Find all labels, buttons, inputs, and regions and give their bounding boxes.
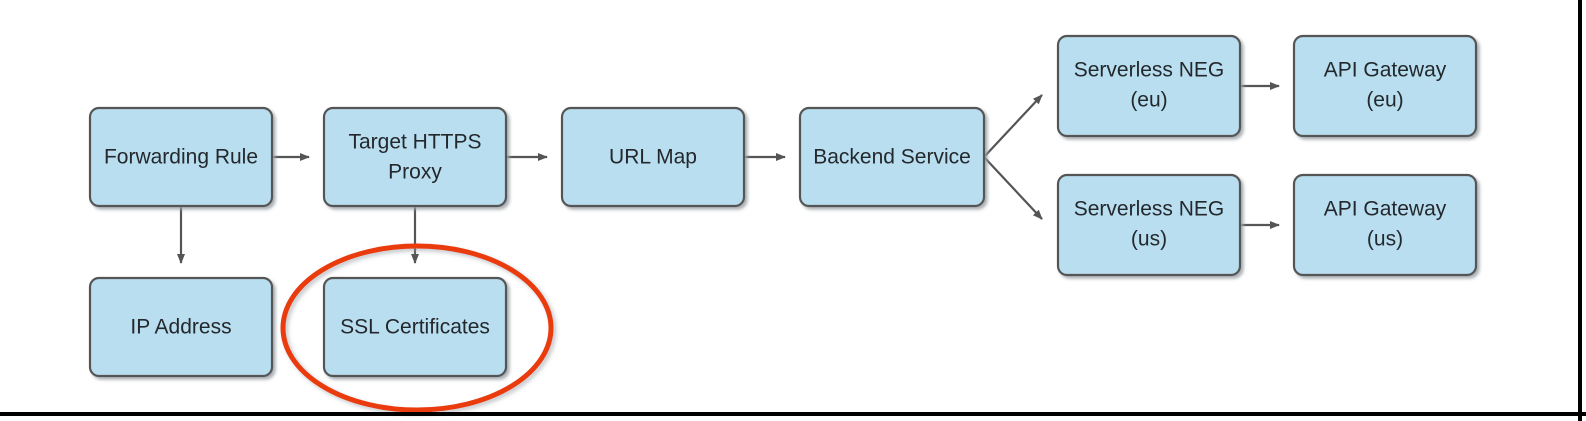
node-serverless-neg-us-label-line1: Serverless NEG xyxy=(1074,198,1225,221)
nodes-layer: Forwarding Rule Target HTTPS Proxy URL M… xyxy=(88,34,1478,378)
node-backend-service-box[interactable] xyxy=(798,106,986,208)
node-serverless-neg-us-label-line2: (us) xyxy=(1131,228,1167,251)
node-url-map-label: URL Map xyxy=(609,146,697,169)
node-backend-service-label: Backend Service xyxy=(813,146,971,169)
node-forwarding-rule-box[interactable] xyxy=(88,106,274,208)
node-api-gateway-eu-label-line2: (eu) xyxy=(1366,89,1403,112)
node-url-map[interactable]: URL Map xyxy=(560,106,746,208)
node-ip-address-label: IP Address xyxy=(130,316,231,339)
node-forwarding-rule-label: Forwarding Rule xyxy=(104,146,258,169)
ssl-certificates-highlight-ellipse xyxy=(280,243,554,413)
node-api-gateway-eu-box[interactable] xyxy=(1292,34,1478,138)
node-backend-service[interactable]: Backend Service xyxy=(798,106,986,208)
node-ssl-certificates-box[interactable] xyxy=(322,276,508,378)
node-serverless-neg-eu[interactable]: Serverless NEG (eu) xyxy=(1056,34,1242,138)
annotations-layer xyxy=(280,243,554,413)
node-serverless-neg-eu-label-line1: Serverless NEG xyxy=(1074,59,1225,82)
node-url-map-box[interactable] xyxy=(560,106,746,208)
node-api-gateway-us[interactable]: API Gateway (us) xyxy=(1292,173,1478,277)
node-api-gateway-eu[interactable]: API Gateway (eu) xyxy=(1292,34,1478,138)
node-api-gateway-us-label-line2: (us) xyxy=(1367,228,1403,251)
node-serverless-neg-eu-box[interactable] xyxy=(1056,34,1242,138)
node-forwarding-rule[interactable]: Forwarding Rule xyxy=(88,106,274,208)
node-api-gateway-us-label-line1: API Gateway xyxy=(1324,198,1447,221)
node-serverless-neg-us-box[interactable] xyxy=(1056,173,1242,277)
edge-backend-service-to-serverless-neg-us xyxy=(983,156,1043,220)
node-api-gateway-us-box[interactable] xyxy=(1292,173,1478,277)
node-target-https-proxy-label-line2: Proxy xyxy=(388,161,442,184)
node-serverless-neg-eu-label-line2: (eu) xyxy=(1130,89,1167,112)
node-api-gateway-eu-label-line1: API Gateway xyxy=(1324,59,1447,82)
edges-layer xyxy=(177,82,1280,264)
node-ssl-certificates-label: SSL Certificates xyxy=(340,316,490,339)
node-serverless-neg-us[interactable]: Serverless NEG (us) xyxy=(1056,173,1242,277)
node-target-https-proxy-label-line1: Target HTTPS xyxy=(348,131,481,154)
node-ssl-certificates[interactable]: SSL Certificates xyxy=(322,276,508,378)
node-target-https-proxy[interactable]: Target HTTPS Proxy xyxy=(322,106,508,208)
node-ip-address[interactable]: IP Address xyxy=(88,276,274,378)
node-target-https-proxy-box[interactable] xyxy=(322,106,508,208)
edge-backend-service-to-serverless-neg-eu xyxy=(983,94,1043,158)
node-ip-address-box[interactable] xyxy=(88,276,274,378)
